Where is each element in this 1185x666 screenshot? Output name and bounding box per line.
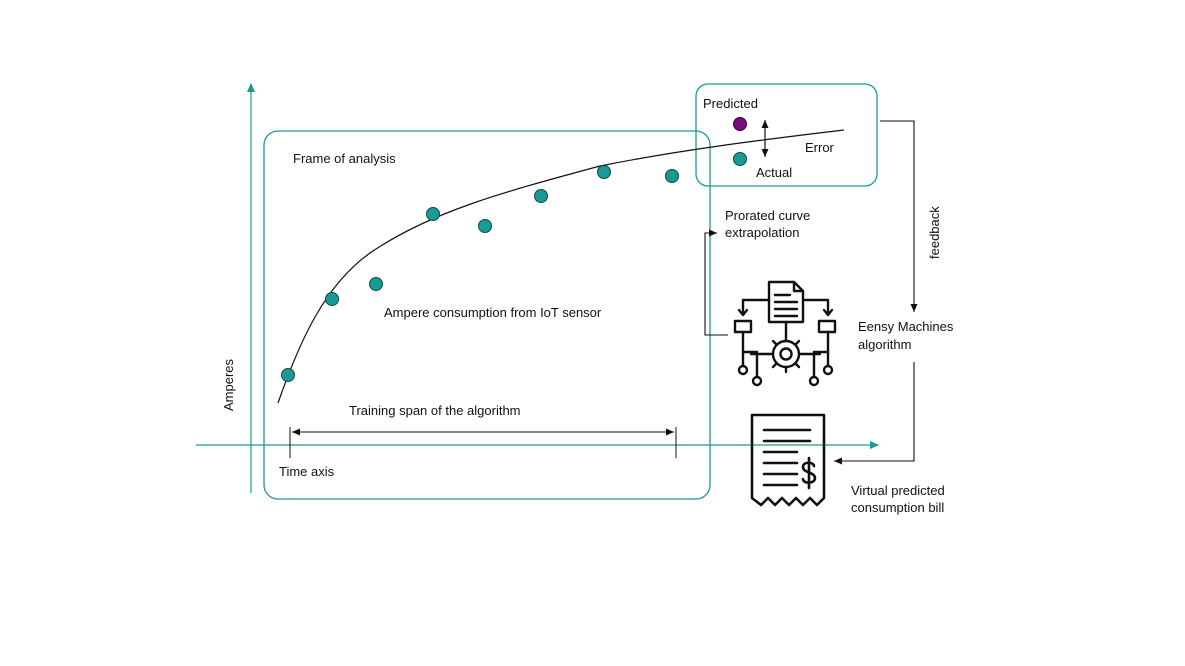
fitted-curve xyxy=(277,129,845,404)
feedback-label: feedback xyxy=(927,206,942,259)
data-point xyxy=(325,292,339,306)
training-span-label: Training span of the algorithm xyxy=(349,403,521,418)
sensor-data-points xyxy=(281,117,747,382)
actual-point xyxy=(733,152,747,166)
virtual-bill-line2: consumption bill xyxy=(851,500,944,515)
data-point xyxy=(665,169,679,183)
prorated-curve-label: Prorated curve extrapolation xyxy=(725,208,814,240)
data-point xyxy=(426,207,440,221)
data-point xyxy=(534,189,548,203)
data-point xyxy=(369,277,383,291)
virtual-bill-line1: Virtual predicted xyxy=(851,483,945,498)
error-label: Error xyxy=(805,140,835,155)
prorated-curve-line1: Prorated curve xyxy=(725,208,810,223)
receipt-dollar-icon xyxy=(750,413,826,507)
eensy-algorithm-label: Eensy Machines algorithm xyxy=(858,319,957,352)
data-point xyxy=(281,368,295,382)
training-span-bracket xyxy=(289,427,677,458)
eensy-algorithm-line2: algorithm xyxy=(858,337,911,352)
prorated-connector xyxy=(704,229,728,336)
time-axis-label: Time axis xyxy=(279,464,335,479)
amperes-axis-label: Amperes xyxy=(221,358,236,411)
frame-of-analysis-label: Frame of analysis xyxy=(293,151,396,166)
actual-label: Actual xyxy=(756,165,792,180)
predicted-label: Predicted xyxy=(703,96,758,111)
ampere-consumption-label: Ampere consumption from IoT sensor xyxy=(384,305,602,320)
data-point xyxy=(478,219,492,233)
predicted-point xyxy=(733,117,747,131)
eensy-algorithm-line1: Eensy Machines xyxy=(858,319,954,334)
frame-of-analysis-box xyxy=(263,130,711,500)
bill-connector xyxy=(834,362,915,465)
prediction-error-box xyxy=(695,83,878,187)
feedback-connector xyxy=(880,120,918,312)
virtual-bill-label: Virtual predicted consumption bill xyxy=(851,483,948,515)
data-point xyxy=(597,165,611,179)
prorated-curve-line2: extrapolation xyxy=(725,225,799,240)
algorithm-flowchart-gear-icon xyxy=(733,280,837,387)
